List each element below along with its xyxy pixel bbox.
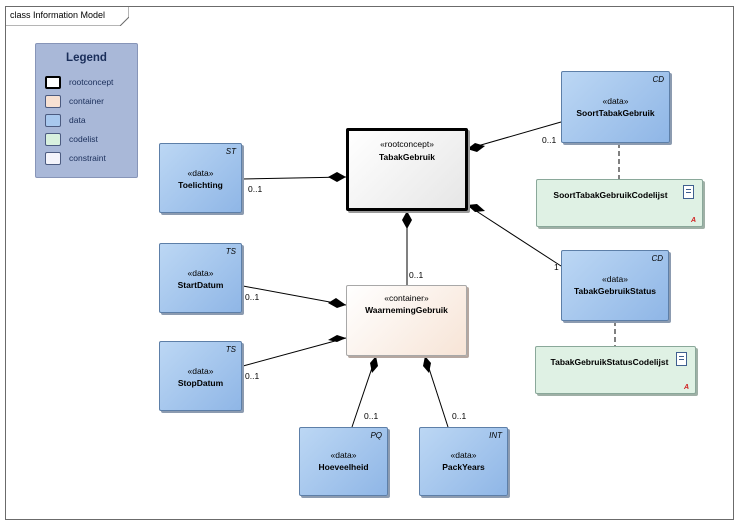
legend-swatch (45, 95, 61, 108)
assoc-soorttabakgebruik (466, 121, 562, 150)
diamond-stopdatum (328, 335, 346, 342)
diamond-hoeveelheid (370, 356, 378, 373)
legend-swatch (45, 133, 61, 146)
class-name: TabakGebruik (378, 152, 436, 162)
class-toelichting[interactable]: ST «data» Toelichting (159, 143, 242, 213)
class-packyears[interactable]: INT «data» PackYears (419, 427, 508, 496)
codelist-soorttabakgebruik[interactable]: SoortTabakGebruikCodelijst A (536, 179, 703, 227)
multiplicity-toelichting: 0..1 (248, 184, 263, 194)
class-soorttabakgebruik[interactable]: CD «data» SoortTabakGebruik (561, 71, 670, 143)
class-hoeveelheid[interactable]: PQ «data» Hoeveelheid (299, 427, 388, 496)
diamond-waarneming (402, 211, 412, 229)
legend-label: rootconcept (69, 77, 114, 87)
multiplicity-hoeveelheid: 0..1 (364, 411, 379, 421)
codelist-tabakgebruikstatus[interactable]: TabakGebruikStatusCodelijst A (535, 346, 696, 394)
class-stereotype: «data» (602, 274, 628, 284)
multiplicity-packyears: 0..1 (452, 411, 467, 421)
class-stereotype: «data» (450, 450, 477, 460)
legend-label: codelist (69, 134, 98, 144)
multiplicity-waarneming: 0..1 (409, 270, 424, 280)
diagram-frame (5, 6, 734, 520)
legend-label: container (69, 96, 104, 106)
class-name: Hoeveelheid (318, 462, 369, 472)
class-tabakgebruik[interactable]: «rootconcept» TabakGebruik (346, 128, 468, 211)
class-stereotype: «data» (187, 268, 214, 278)
class-stereotype: «data» (187, 168, 214, 178)
class-name: StartDatum (177, 280, 224, 290)
codelist-name: SoortTabakGebruikCodelijst (553, 190, 668, 200)
legend-label: data (69, 115, 86, 125)
legend-title: Legend (66, 52, 107, 64)
class-stopdatum[interactable]: TS «data» StopDatum (159, 341, 242, 411)
multiplicity-tabakgebruikstatus: 1 (554, 262, 559, 272)
abstract-mark: A (690, 217, 696, 224)
type-tag: ST (225, 147, 236, 156)
abstract-mark: A (683, 384, 689, 391)
type-tag: TS (225, 247, 236, 256)
class-stereotype: «data» (330, 450, 357, 460)
legend-swatch (45, 114, 61, 127)
type-tag: TS (225, 345, 236, 354)
class-startdatum[interactable]: TS «data» StartDatum (159, 243, 242, 313)
class-stereotype: «rootconcept» (380, 139, 434, 149)
class-stereotype: «container» (384, 293, 429, 303)
class-name: PackYears (442, 462, 485, 472)
class-name: StopDatum (177, 378, 224, 388)
codelist-name: TabakGebruikStatusCodelijst (550, 357, 669, 367)
legend: Legend rootconcept container data codeli… (35, 43, 138, 178)
type-tag: PQ (370, 431, 382, 440)
diagram-title: class Information Model (10, 10, 106, 20)
class-name: TabakGebruikStatus (573, 286, 657, 296)
diamond-tabakgebruikstatus (467, 204, 485, 212)
type-tag: INT (489, 431, 502, 440)
multiplicity-soorttabakgebruik: 0..1 (542, 135, 557, 145)
assoc-tabakgebruikstatus (466, 204, 562, 267)
class-tabakgebruikstatus[interactable]: CD «data» TabakGebruikStatus (561, 250, 669, 321)
class-stereotype: «data» (187, 366, 214, 376)
legend-swatch (45, 152, 61, 165)
class-waarnemingebruik[interactable]: «container» WaarnemingGebruik (346, 285, 467, 356)
class-name: Toelichting (178, 180, 223, 190)
diamond-packyears (423, 356, 431, 373)
type-tag: CD (652, 75, 664, 84)
class-name: SoortTabakGebruik (576, 108, 655, 118)
diagram-title-tab (5, 6, 129, 26)
legend-label: constraint (69, 153, 106, 163)
diamond-startdatum (328, 298, 346, 308)
multiplicity-stopdatum: 0..1 (245, 371, 260, 381)
assoc-startdatum (242, 285, 347, 306)
type-tag: CD (651, 254, 663, 263)
class-stereotype: «data» (602, 96, 629, 106)
diamond-soorttabakgebruik (467, 143, 485, 152)
diamond-toelichting (328, 172, 346, 182)
class-name: WaarnemingGebruik (365, 305, 448, 315)
document-icon (676, 352, 687, 366)
assoc-stopdatum (242, 337, 347, 367)
legend-swatch (45, 76, 61, 89)
multiplicity-startdatum: 0..1 (245, 292, 260, 302)
document-icon (683, 185, 694, 199)
